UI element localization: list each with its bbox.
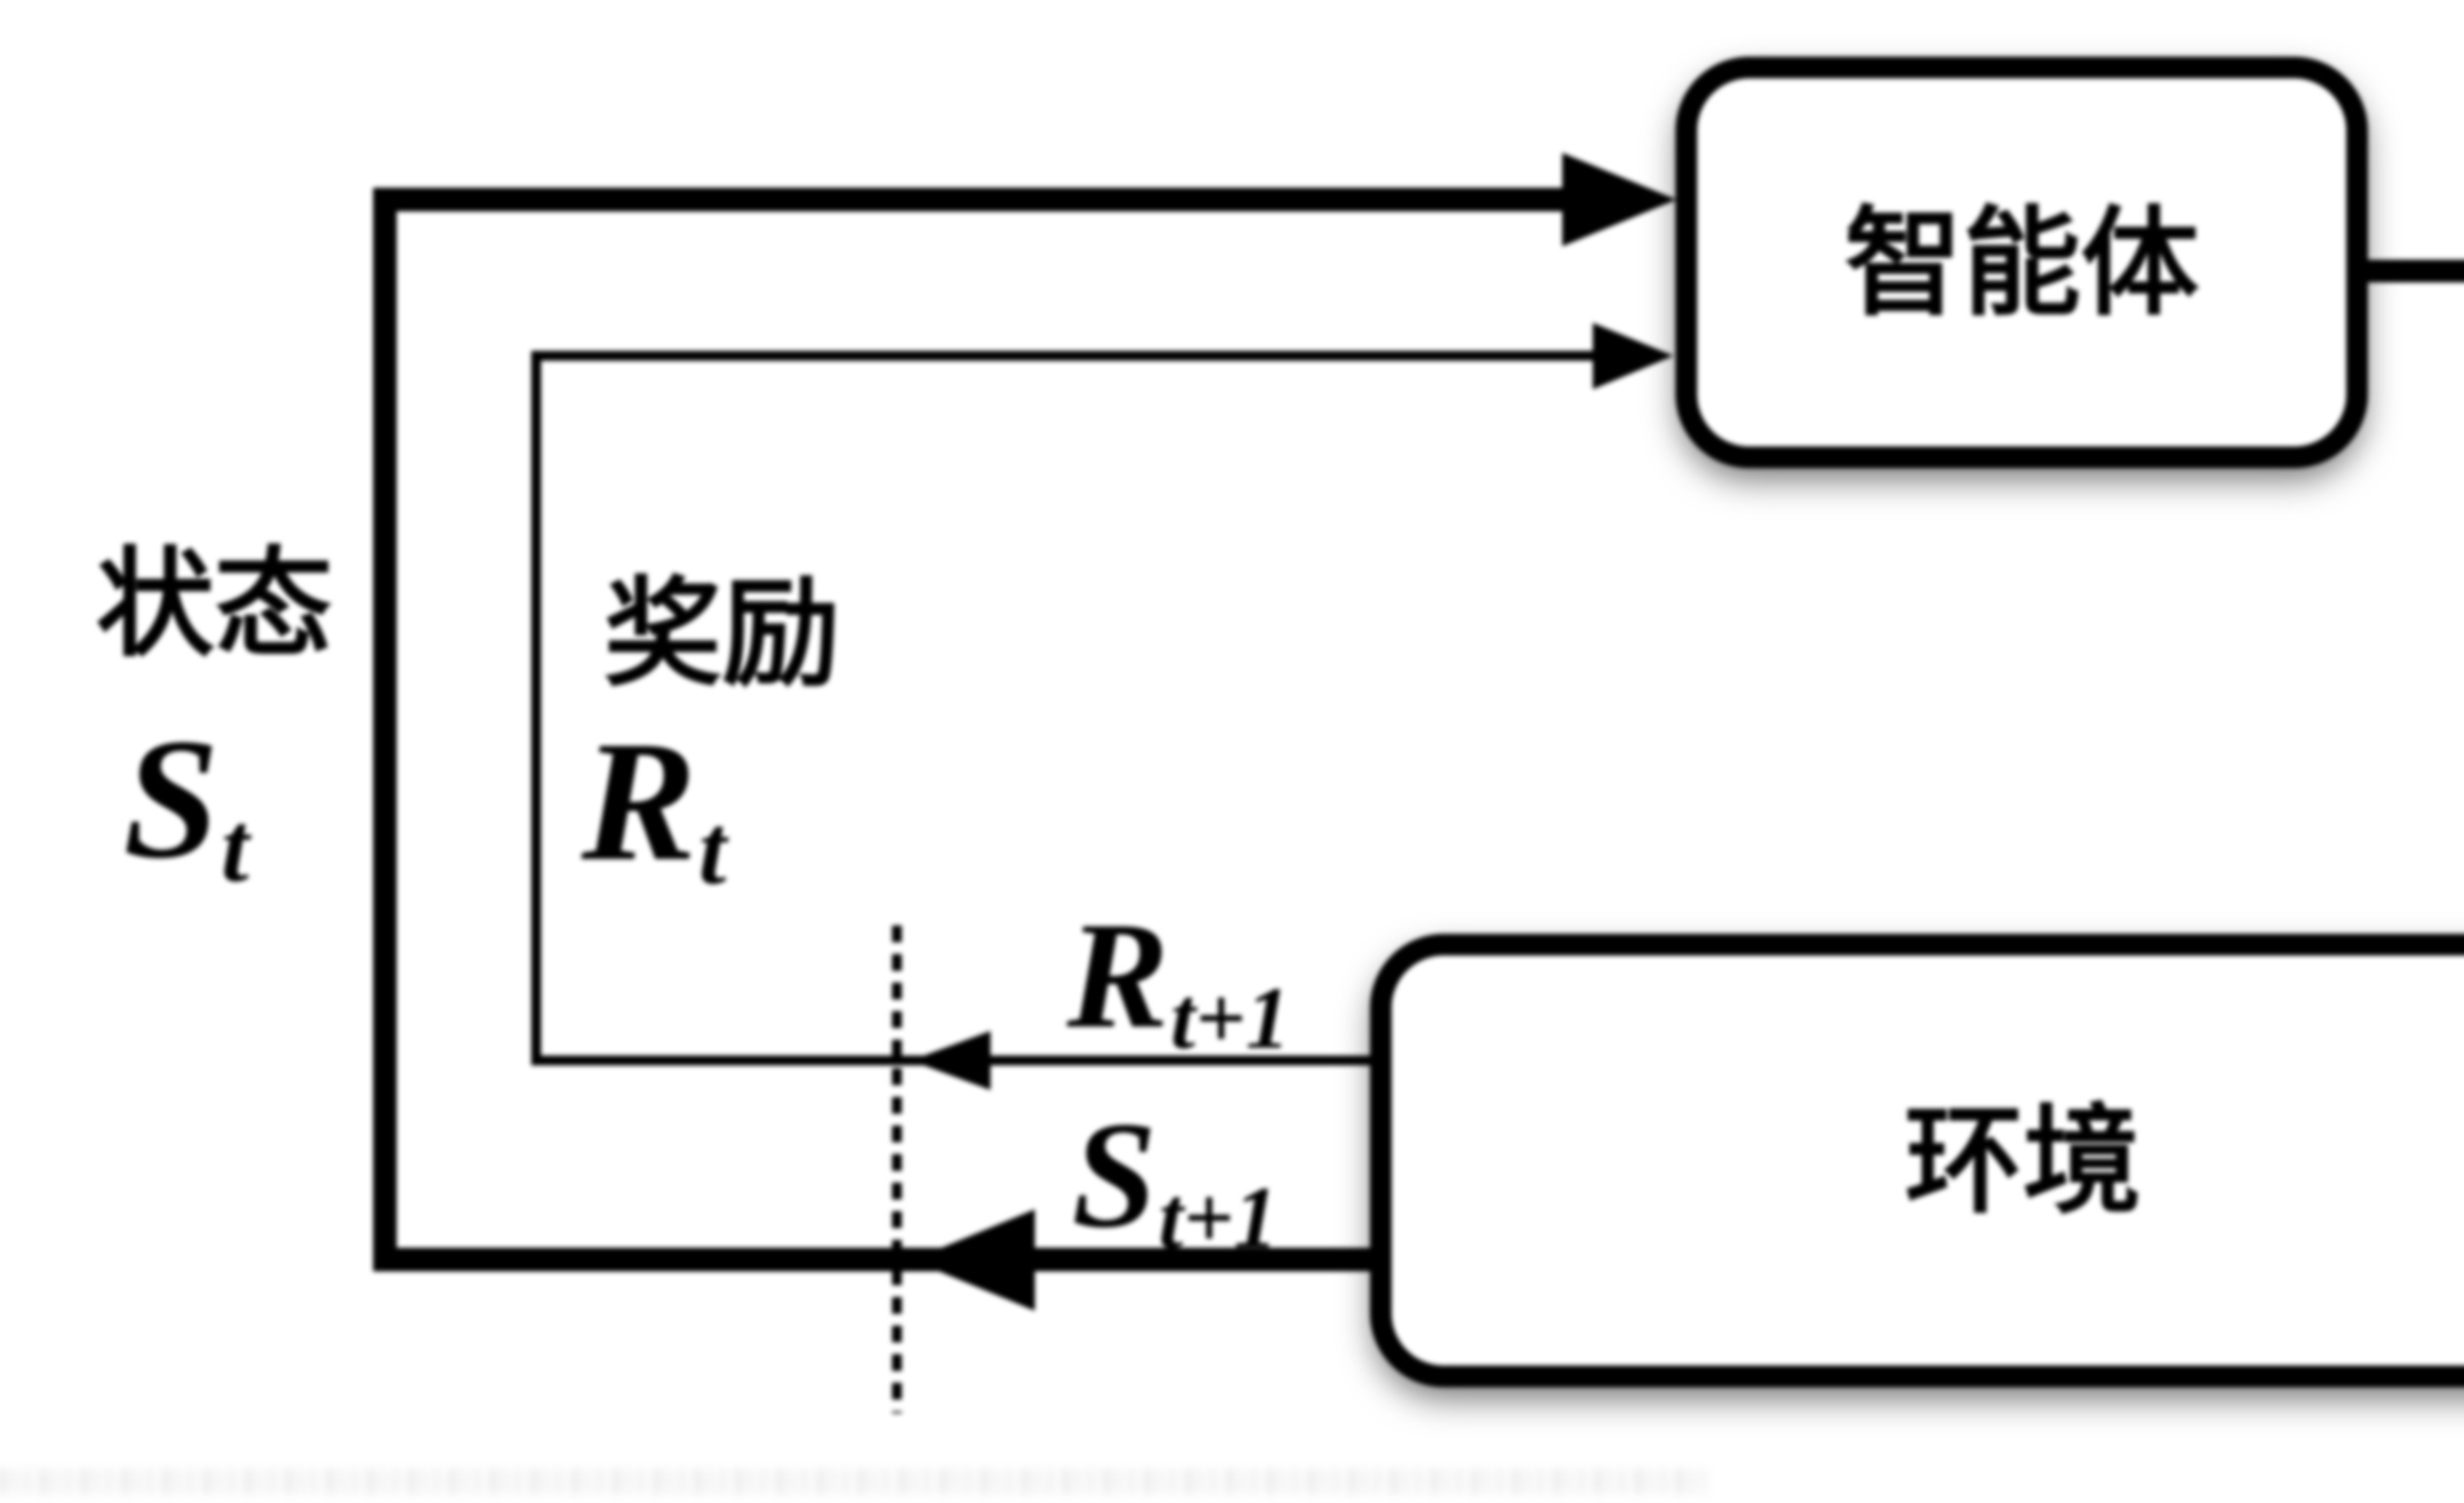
environment-box: 环境 (1370, 934, 2464, 1387)
reward-symbol-subscript: t (698, 793, 726, 905)
reward-caption: 奖励 (604, 564, 841, 703)
next-reward-symbol: Rt+1 (1067, 899, 1290, 1062)
next-state-symbol: St+1 (1072, 1099, 1278, 1262)
reward-symbol-letter: R (582, 705, 697, 896)
reward-line-top-horizontal (531, 351, 1597, 361)
next-state-symbol-letter: S (1072, 1091, 1157, 1260)
cutoff-caption-artifact (0, 1469, 1705, 1494)
state-line-top-horizontal (373, 188, 1572, 211)
state-line-vertical (373, 188, 397, 1271)
next-state-line-horizontal (373, 1248, 1380, 1271)
next-reward-arrowhead-icon (911, 1031, 991, 1090)
next-state-arrowhead-icon (912, 1209, 1035, 1311)
agent-label: 智能体 (1844, 193, 2199, 332)
next-reward-symbol-letter: R (1067, 891, 1169, 1060)
state-symbol-subscript: t (221, 791, 249, 902)
reward-symbol: Rt (582, 715, 726, 899)
state-symbol: St (123, 712, 249, 897)
reward-line-vertical (531, 351, 541, 1065)
next-state-symbol-subscript: t+1 (1159, 1168, 1278, 1267)
next-reward-symbol-subscript: t+1 (1170, 969, 1290, 1067)
agent-box: 智能体 (1676, 57, 2368, 468)
action-line-top-horizontal (2368, 260, 2464, 282)
state-into-agent-arrowhead-icon (1562, 153, 1677, 246)
environment-label: 环境 (1904, 1091, 2141, 1230)
state-symbol-letter: S (123, 703, 219, 894)
state-caption: 状态 (96, 534, 333, 673)
reward-into-agent-arrowhead-icon (1593, 323, 1674, 389)
